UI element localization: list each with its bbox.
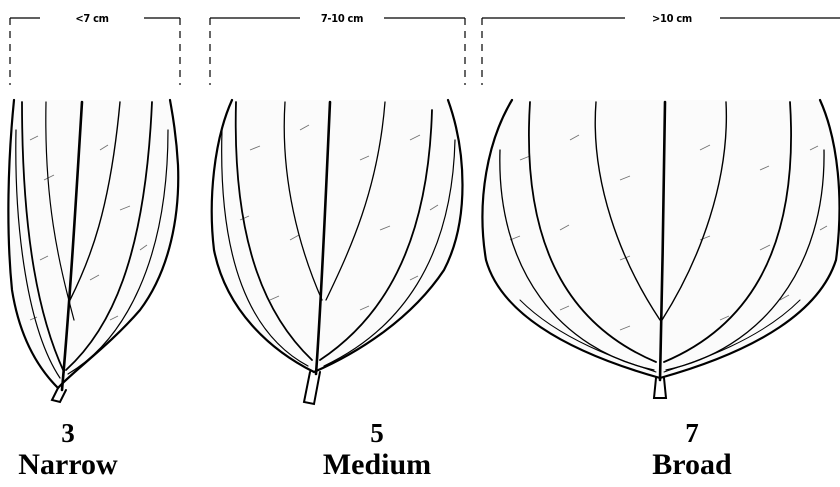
score-medium: 5	[297, 418, 457, 448]
score-broad: 7	[612, 418, 772, 448]
range-label-medium: 7-10 cm	[321, 12, 363, 25]
class-label-medium: Medium	[297, 448, 457, 482]
bracket-broad	[482, 18, 840, 85]
score-narrow: 3	[0, 418, 148, 448]
leaf-medium	[212, 100, 463, 404]
range-label-broad: >10 cm	[652, 12, 692, 25]
leaf-broad	[482, 100, 839, 398]
bracket-medium	[210, 18, 465, 85]
class-medium: 5 Medium	[297, 418, 457, 482]
class-label-narrow: Narrow	[0, 448, 148, 482]
range-label-narrow: <7 cm	[75, 12, 108, 25]
leaf-narrow	[8, 100, 178, 402]
class-broad: 7 Broad	[612, 418, 772, 482]
bracket-narrow	[10, 18, 180, 85]
class-label-broad: Broad	[612, 448, 772, 482]
class-narrow: 3 Narrow	[0, 418, 148, 482]
